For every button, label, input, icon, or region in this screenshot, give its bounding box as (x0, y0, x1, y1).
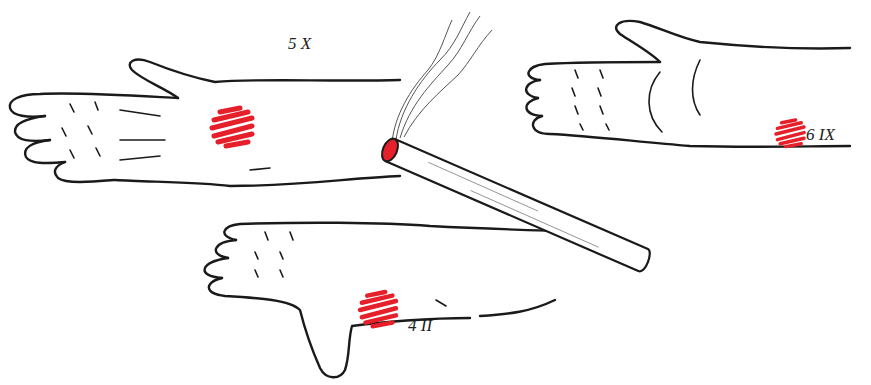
hand-outlines (10, 21, 850, 377)
moxa-stick (379, 136, 653, 273)
hand-outline (10, 93, 178, 116)
hand-palm (526, 21, 850, 147)
smoke-line (400, 16, 480, 138)
palm-crease (572, 60, 700, 132)
smoke (392, 12, 492, 142)
hand-outline (533, 116, 850, 147)
knuckle-line (62, 102, 165, 160)
hand-side (205, 223, 590, 378)
hand-outline (216, 240, 236, 258)
stick-texture (424, 162, 602, 247)
point-label: 5 X (288, 34, 311, 54)
knuckle-line (255, 232, 446, 306)
stick-body (385, 139, 653, 273)
hand-outline (130, 60, 400, 98)
hand-outline (480, 300, 555, 316)
hand-outline (526, 98, 542, 116)
hand-back (10, 60, 400, 186)
point-label: 6 IX (806, 125, 835, 145)
point-label: 4 II (408, 316, 432, 336)
acupoint-mark (212, 108, 252, 146)
point-marks (212, 108, 804, 326)
hand-outline (616, 21, 850, 62)
hand-outline (205, 258, 228, 278)
wrist-line (250, 168, 270, 170)
acupoint-mark (776, 120, 804, 147)
hand-outline (25, 140, 65, 163)
hand-outline (209, 278, 470, 377)
hand-outline (15, 116, 50, 141)
hand-outline (526, 80, 540, 98)
smoke-line (392, 20, 452, 142)
hand-outline (528, 62, 660, 80)
acupoint-mark (360, 292, 396, 326)
burning-tip (379, 136, 401, 164)
hand-outline (55, 162, 400, 186)
smoke-line (404, 30, 492, 137)
